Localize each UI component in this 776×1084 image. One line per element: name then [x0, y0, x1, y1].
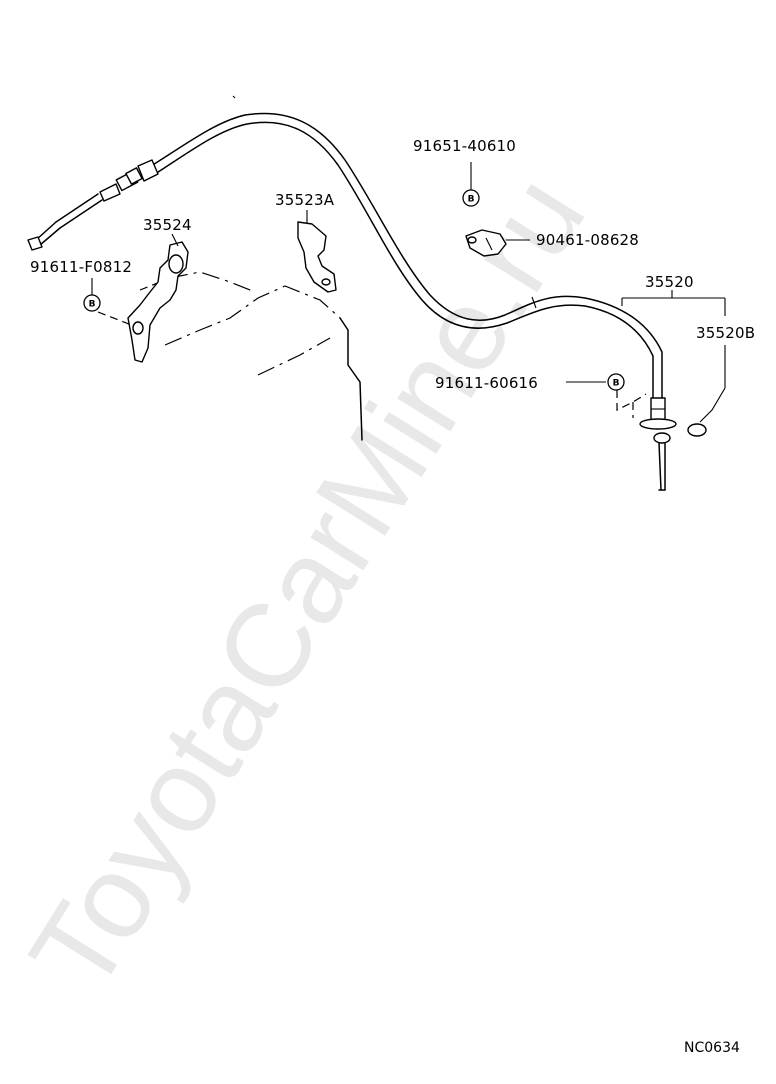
svg-text:B: B — [89, 300, 96, 310]
bolt-marker-91651: B — [462, 189, 480, 207]
stray-mark — [232, 95, 236, 99]
watermark: ToyotaCarMine.ru — [5, 154, 610, 1014]
leader-lines — [91, 162, 726, 423]
cable-assembly — [27, 112, 677, 491]
label-91611-60616: 91611-60616 — [435, 374, 538, 392]
label-35523A: 35523A — [275, 191, 335, 209]
bracket-35524 — [127, 241, 189, 363]
diagram-code: NC0634 — [684, 1040, 740, 1056]
label-35524: 35524 — [143, 216, 192, 234]
label-91611-F0812: 91611-F0812 — [30, 258, 132, 276]
svg-text:B: B — [613, 379, 620, 389]
label-90461-08628: 90461-08628 — [536, 231, 639, 249]
label-91651-40610: 91651-40610 — [413, 137, 516, 155]
svg-text:B: B — [468, 195, 475, 205]
bolt-marker-91611-f0812: B — [83, 294, 101, 312]
clamp-90461 — [465, 229, 507, 257]
label-35520: 35520 — [645, 273, 694, 291]
label-35520B: 35520B — [696, 324, 755, 342]
bolt-marker-91611-60616: B — [607, 373, 625, 391]
engine-outline — [139, 271, 363, 441]
bracket-35523A — [297, 221, 337, 293]
grommet-35520B — [687, 423, 707, 437]
